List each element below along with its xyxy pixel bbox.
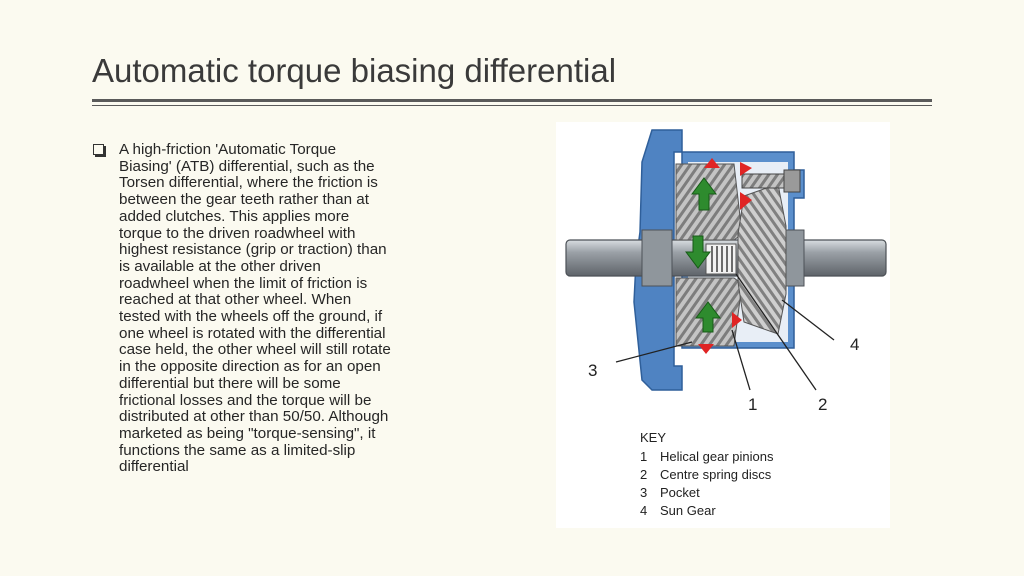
diagram-key: KEY 1 Helical gear pinions 2 Centre spri… [640, 430, 774, 518]
slide-title: Automatic torque biasing differential [92, 52, 617, 89]
differential-diagram: 3 1 2 4 KEY 1 Helical gear pinions 2 Cen… [556, 122, 890, 528]
callout-3: 3 [588, 361, 597, 380]
key-label-1: Helical gear pinions [660, 449, 774, 464]
bolt [741, 169, 801, 193]
callout-1: 1 [748, 395, 757, 414]
leader-lines [615, 273, 835, 391]
force-arrows [685, 158, 752, 354]
key-label-3: Pocket [660, 485, 700, 500]
key-label-4: Sun Gear [660, 503, 716, 518]
callout-4: 4 [850, 335, 859, 354]
callout-2: 2 [818, 395, 827, 414]
key-heading: KEY [640, 430, 666, 445]
key-num-3: 3 [640, 485, 647, 500]
key-num-2: 2 [640, 467, 647, 482]
bullet-text: A high-friction 'Automatic Torque Biasin… [119, 141, 391, 476]
key-num-4: 4 [640, 503, 647, 518]
title-divider-thin [92, 105, 932, 106]
key-num-1: 1 [640, 449, 647, 464]
bullet-point: A high-friction 'Automatic Torque Biasin… [93, 141, 463, 476]
title-divider-thick [92, 99, 932, 102]
spring-discs [711, 246, 733, 272]
checkbox-bullet-icon [93, 144, 106, 157]
diagram-svg: 3 1 2 4 KEY 1 Helical gear pinions 2 Cen… [565, 129, 887, 518]
key-label-2: Centre spring discs [660, 467, 772, 482]
